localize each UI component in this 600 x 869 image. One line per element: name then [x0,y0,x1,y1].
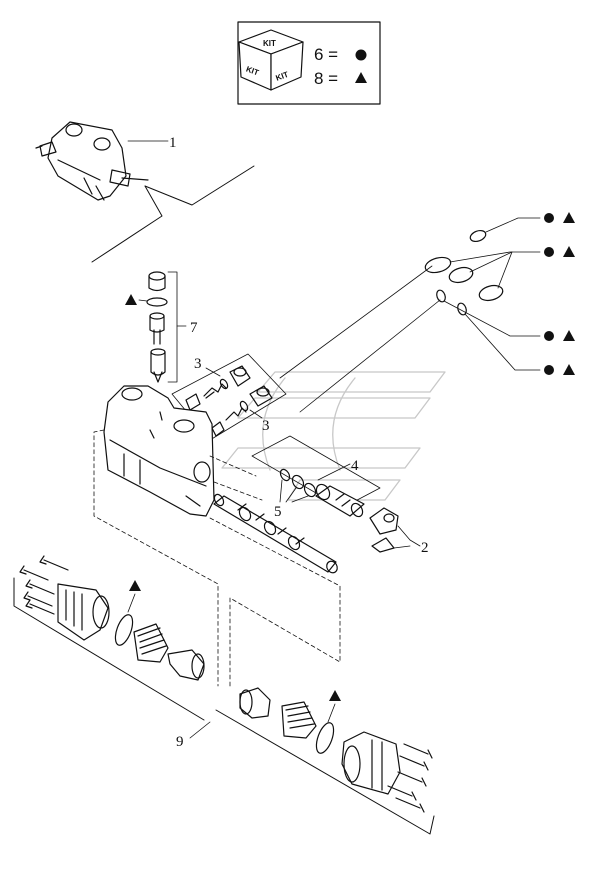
kit-right-label: KIT [275,70,290,83]
kit-6-label: 6 = [314,45,338,64]
triangle-icon [563,246,575,257]
right-cap-assembly [215,687,435,835]
watermark-logo [221,371,446,501]
dashed-projection-lines [93,429,341,687]
section-break-line-upper [144,165,255,206]
leader-4 [317,463,351,481]
oring-large-1 [424,256,452,274]
circle-icon [544,213,554,223]
leader-9 [189,721,211,739]
oring-7 [146,297,168,307]
kit-legend: KIT KIT KIT 6 = 8 = [237,21,381,105]
triangle-icon [129,580,141,591]
leader-5 [279,479,309,503]
circle-icon [544,247,554,257]
callout-4: 4 [351,458,359,474]
oring-small-right [457,302,467,316]
callout-3b: 3 [262,418,270,434]
kit-left-label: KIT [245,65,260,78]
bracket-4 [251,435,381,509]
leader-2 [393,525,421,549]
spring-left [133,623,169,663]
part-1-valve-section [35,121,149,201]
kit-6-circle-icon [355,49,367,61]
oring-right-cap [315,722,335,754]
triangle-icon [329,690,341,701]
valve-spool [213,493,338,574]
leader-triangle-left [127,593,136,613]
circle-icon [544,365,554,375]
kit-8-label: 8 = [314,69,338,88]
triangle-icon [563,364,575,375]
orings-leaders [279,217,541,413]
leader-7-triangle [138,299,148,302]
bracket-7 [167,271,178,383]
leader-3a [205,367,221,377]
leader-triangle-right [327,703,336,723]
triangle-icon [125,294,137,305]
oring-small-top [469,229,487,243]
oring-left-cap [114,614,134,646]
callout-3a: 3 [194,356,202,372]
triangle-icon [563,212,575,223]
left-cap-assembly [13,555,205,721]
callout-1: 1 [169,135,177,151]
kit-8-triangle-icon [355,72,367,83]
orings-top-right [424,229,504,316]
end-cap-left [57,583,109,641]
cap-screws-left [19,555,69,615]
callout-7: 7 [190,320,198,336]
spring-seat-right [239,687,271,719]
kit-legend-frame [237,21,381,105]
section-break-line-lower [91,185,163,263]
kit-top-label: KIT [263,39,276,48]
part-2-end-cap [369,507,399,553]
kit-symbols-right [544,212,575,375]
part-3-check-valves [185,365,273,437]
part-7-relief-valve [146,271,168,383]
oring-small-left [436,289,446,303]
leader-3b [249,409,263,419]
valve-body [103,385,215,517]
cap-screws-right [387,743,433,813]
spool-end-part [315,483,365,518]
spring-seat-left [167,649,205,681]
callout-5: 5 [274,504,282,520]
circle-icon [544,331,554,341]
oring-large-2 [448,266,474,284]
callout-2: 2 [421,540,429,556]
part-5-seals [279,468,317,498]
triangle-icon [563,330,575,341]
end-cap-right [341,731,401,795]
oring-large-3 [478,284,504,302]
kit-cube-icon: KIT KIT KIT [238,29,304,91]
callout-9: 9 [176,734,184,750]
